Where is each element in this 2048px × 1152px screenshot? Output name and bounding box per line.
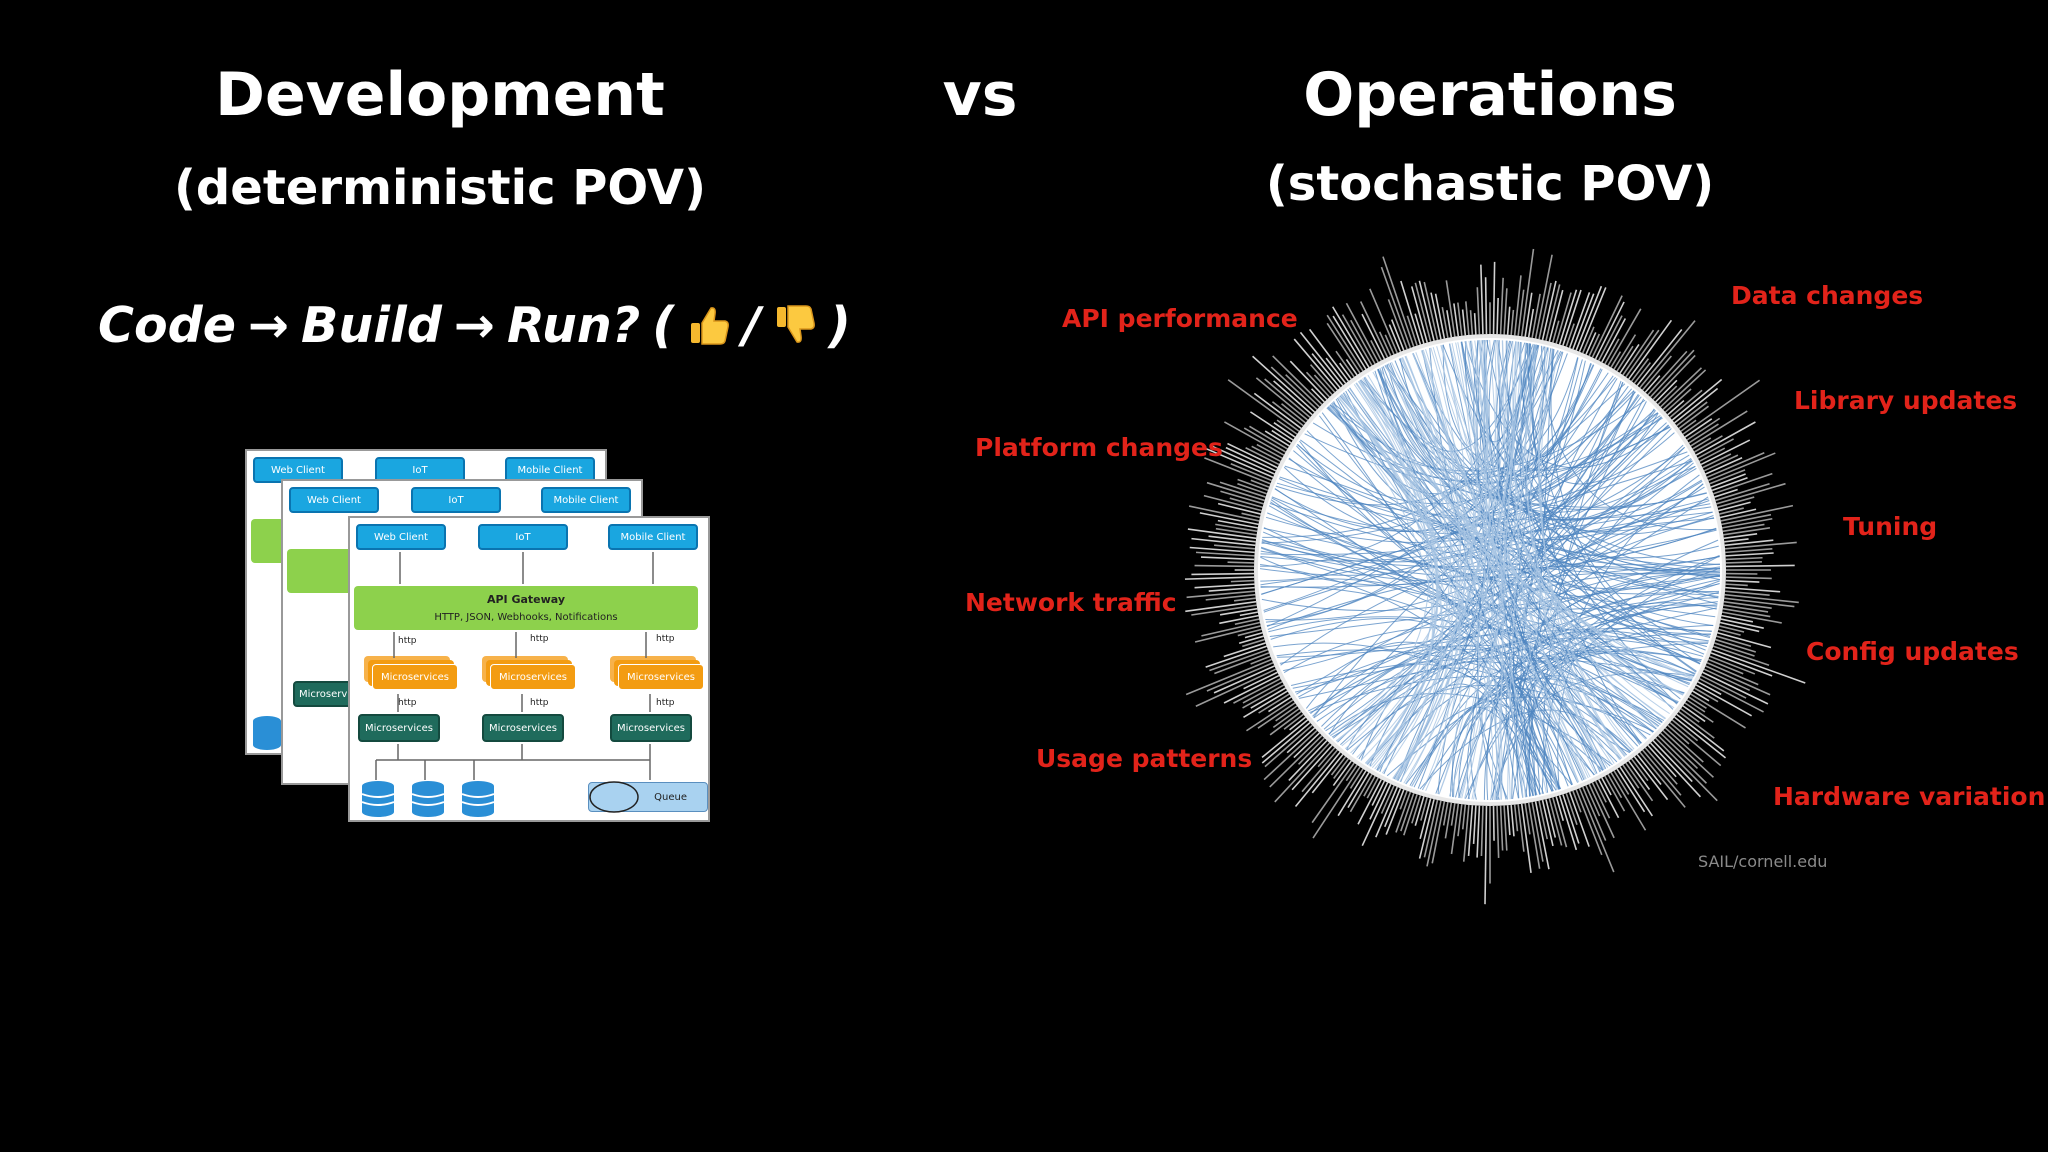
operations-subtitle: (stochastic POV) [1265, 156, 1715, 212]
diagram-card-front: Web Client IoT Mobile Client API Gateway… [348, 516, 710, 822]
label-library-updates: Library updates [1794, 386, 2018, 415]
api-gateway-protocols: HTTP, JSON, Webhooks, Notifications [434, 612, 618, 623]
label-api-performance: API performance [1062, 304, 1298, 333]
label-data-changes: Data changes [1731, 281, 1924, 310]
http-label: http [398, 698, 417, 708]
flow-code: Code [98, 296, 236, 354]
label-hardware-variation: Hardware variation [1773, 782, 2046, 811]
http-label: http [398, 636, 417, 646]
iot-box: IoT [411, 487, 501, 513]
flow-slash: / [742, 296, 761, 354]
database-icons-back [253, 716, 281, 750]
label-network-traffic: Network traffic [965, 588, 1177, 617]
chord-lines [1259, 339, 1721, 801]
development-title: Development [215, 60, 665, 130]
radial-dependency-graph [1184, 248, 1806, 905]
api-gateway-box: API Gateway HTTP, JSON, Webhooks, Notifi… [354, 586, 698, 630]
microservices-box: Microservices [618, 664, 704, 690]
label-tuning: Tuning [1843, 512, 1938, 541]
operations-title: Operations [1303, 60, 1677, 130]
microservices-architecture-diagram: Web Client IoT Mobile Client Web Client … [243, 447, 713, 823]
dev-flow: Code → Build → Run? ( / ) [98, 290, 851, 360]
vs-label: vs [942, 60, 1018, 130]
database-icons [361, 781, 495, 817]
web-client-box: Web Client [289, 487, 379, 513]
microservices-box: Microservices [372, 664, 458, 690]
flow-arrow: → [453, 296, 495, 354]
api-gateway-title: API Gateway [486, 593, 566, 606]
microservices-box: Microservices [482, 714, 564, 742]
flow-build: Build [301, 296, 442, 354]
label-config-updates: Config updates [1806, 637, 2019, 666]
label-usage-patterns: Usage patterns [1036, 744, 1253, 773]
flow-close-paren: ) [828, 296, 851, 354]
flow-run: Run? [506, 296, 641, 354]
microservices-box: Microservices [610, 714, 692, 742]
iot-box: IoT [478, 524, 568, 550]
http-label: http [656, 698, 675, 708]
flow-open-paren: ( [652, 296, 675, 354]
development-subtitle: (deterministic POV) [173, 160, 707, 216]
microservices-box: Microservices [358, 714, 440, 742]
node-ring [1184, 248, 1806, 905]
http-label: http [656, 634, 675, 644]
diagram-connectors [361, 552, 654, 817]
microservices-box: Microservices [490, 664, 576, 690]
web-client-box: Web Client [356, 524, 446, 550]
label-platform-changes: Platform changes [975, 433, 1223, 462]
thumbs-up-icon [687, 303, 731, 347]
http-label: http [530, 634, 549, 644]
image-credit: SAIL/cornell.edu [1698, 852, 1828, 871]
mobile-client-box: Mobile Client [541, 487, 631, 513]
flow-arrow: → [247, 296, 289, 354]
mobile-client-box: Mobile Client [608, 524, 698, 550]
thumbs-down-icon [773, 303, 817, 347]
web-client-box: Web Client [253, 457, 343, 483]
http-label: http [530, 698, 549, 708]
